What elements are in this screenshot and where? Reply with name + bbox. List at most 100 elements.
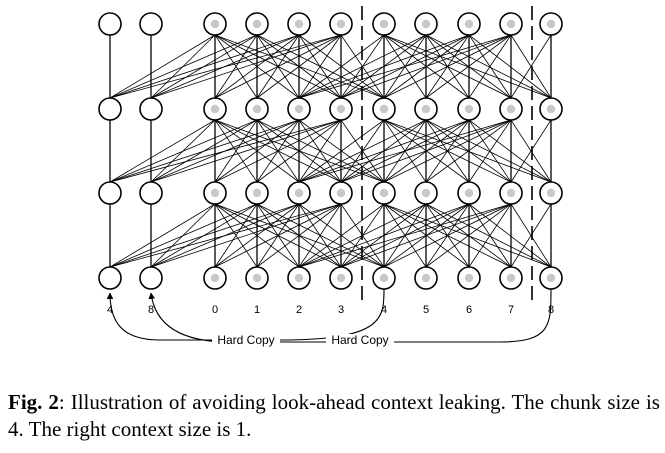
connection-line xyxy=(425,203,512,268)
node-center-dot xyxy=(294,188,304,198)
node-center-dot xyxy=(336,188,346,198)
connection-line xyxy=(109,203,216,268)
connection-line xyxy=(214,203,300,268)
connection-line xyxy=(109,34,300,99)
network-node xyxy=(139,97,163,121)
network-node xyxy=(139,266,163,290)
connection-line xyxy=(214,119,258,183)
connection-line xyxy=(298,203,470,268)
connection-line xyxy=(468,203,552,268)
connection-line xyxy=(109,119,258,183)
node-center-dot xyxy=(336,104,346,114)
position-label: 4 xyxy=(107,304,113,316)
connection-line xyxy=(383,34,512,99)
connection-line xyxy=(109,34,342,99)
node-center-dot xyxy=(421,19,431,29)
connection-line xyxy=(298,203,385,268)
connection-line xyxy=(256,203,342,268)
connection-line xyxy=(383,34,552,99)
connection-line xyxy=(109,34,216,99)
node-center-dot xyxy=(506,188,516,198)
connection-line xyxy=(468,34,552,99)
connection-lines xyxy=(109,34,552,268)
connection-line xyxy=(298,119,512,183)
connection-line xyxy=(298,34,342,99)
connection-line xyxy=(425,119,512,183)
connection-line xyxy=(298,34,512,99)
connection-line xyxy=(109,203,342,268)
connection-line xyxy=(109,203,258,268)
node-center-dot xyxy=(546,19,556,29)
node-center-dot xyxy=(379,273,389,283)
connection-line xyxy=(383,119,552,183)
node-center-dot xyxy=(464,273,474,283)
connection-line xyxy=(214,34,300,99)
node-center-dot xyxy=(252,19,262,29)
connection-line xyxy=(109,34,258,99)
node-center-dot xyxy=(210,188,220,198)
connection-line xyxy=(383,203,512,268)
connection-line xyxy=(109,119,342,183)
position-label: 0 xyxy=(212,304,218,316)
copy-label-background xyxy=(326,334,394,347)
connection-line xyxy=(468,34,512,99)
network-node xyxy=(139,12,163,36)
connection-line xyxy=(298,119,385,183)
connection-line xyxy=(109,119,300,183)
position-label: 6 xyxy=(466,304,472,316)
connection-line xyxy=(109,203,300,268)
node-center-dot xyxy=(506,273,516,283)
position-label: 2 xyxy=(296,304,302,316)
connection-line xyxy=(510,119,552,183)
connection-line xyxy=(468,203,512,268)
node-center-dot xyxy=(506,104,516,114)
connection-line xyxy=(214,203,342,268)
node-center-dot xyxy=(336,273,346,283)
hard-copy-label: Hard Copy xyxy=(217,333,274,347)
node-center-dot xyxy=(294,273,304,283)
node-grid xyxy=(98,12,563,290)
position-label: 5 xyxy=(423,304,429,316)
node-center-dot xyxy=(336,19,346,29)
network-node xyxy=(98,97,122,121)
node-center-dot xyxy=(506,19,516,29)
node-center-dot xyxy=(210,273,220,283)
node-center-dot xyxy=(379,104,389,114)
network-node xyxy=(98,12,122,36)
connection-line xyxy=(256,119,342,183)
connection-line xyxy=(383,203,552,268)
node-center-dot xyxy=(252,104,262,114)
connection-line xyxy=(150,119,342,183)
connection-line xyxy=(256,34,342,99)
position-label: 3 xyxy=(338,304,344,316)
connection-line xyxy=(468,119,512,183)
connection-line xyxy=(298,119,342,183)
connection-line xyxy=(510,34,552,99)
connection-line xyxy=(109,119,216,183)
connection-line xyxy=(340,34,512,99)
node-center-dot xyxy=(421,273,431,283)
connection-line xyxy=(214,34,342,99)
connection-line xyxy=(468,119,552,183)
connection-line xyxy=(425,34,512,99)
node-center-dot xyxy=(252,273,262,283)
connection-line xyxy=(298,119,470,183)
node-center-dot xyxy=(546,104,556,114)
connection-line xyxy=(150,34,342,99)
connection-line xyxy=(214,203,258,268)
copy-label-background xyxy=(212,334,280,347)
connection-line xyxy=(298,203,512,268)
node-center-dot xyxy=(546,188,556,198)
connection-line xyxy=(214,34,258,99)
node-center-dot xyxy=(379,188,389,198)
node-center-dot xyxy=(464,104,474,114)
network-node xyxy=(98,266,122,290)
connection-line xyxy=(214,119,342,183)
connection-line xyxy=(383,119,512,183)
connection-line xyxy=(150,203,342,268)
caption-label: Fig. 2 xyxy=(8,390,59,414)
position-label: 8 xyxy=(148,304,154,316)
